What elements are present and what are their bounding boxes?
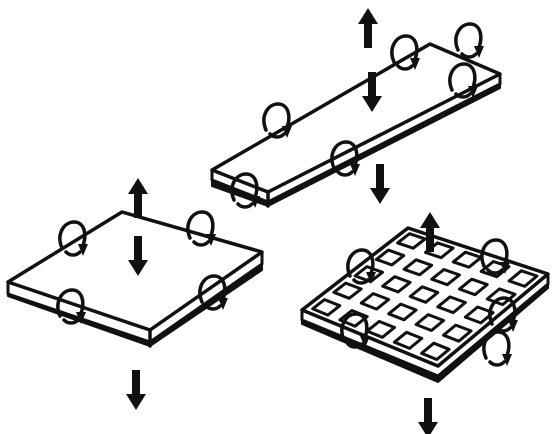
square-plate xyxy=(6,178,264,410)
long-plate-top-face xyxy=(210,42,502,194)
vertical-force-arrow-icon xyxy=(418,398,438,434)
vertical-force-arrow-icon xyxy=(128,178,148,218)
curved-moment-arrow-icon xyxy=(454,22,486,60)
vertical-force-arrow-icon xyxy=(126,370,146,410)
lattice-cell xyxy=(451,250,483,269)
lattice-cell xyxy=(507,269,539,288)
lattice-cell xyxy=(430,268,461,287)
lattice-cell xyxy=(396,232,427,250)
lattice-cell xyxy=(381,275,412,294)
lattice-cell xyxy=(463,305,495,325)
vertical-force-arrow-icon xyxy=(358,8,378,48)
lattice-cell xyxy=(365,319,396,339)
lattice-cell xyxy=(332,281,363,300)
lattice-cell xyxy=(374,248,406,267)
lattice-cell xyxy=(402,258,434,277)
lattice-cell xyxy=(387,302,418,322)
lattice-cell xyxy=(311,298,342,317)
curved-moment-arrow-icon xyxy=(482,330,514,368)
lattice-cell xyxy=(392,330,424,350)
lattice-cell xyxy=(458,277,489,297)
lattice-cell xyxy=(436,295,467,315)
vertical-force-arrow-icon xyxy=(370,164,390,204)
lattice-cell xyxy=(408,285,440,304)
lattice-cell xyxy=(359,292,391,311)
lattice-cell xyxy=(414,313,446,332)
lattice-plate xyxy=(300,212,550,434)
lattice-cell xyxy=(420,341,451,361)
lattice-cell xyxy=(442,323,473,343)
long-plate xyxy=(210,8,502,210)
